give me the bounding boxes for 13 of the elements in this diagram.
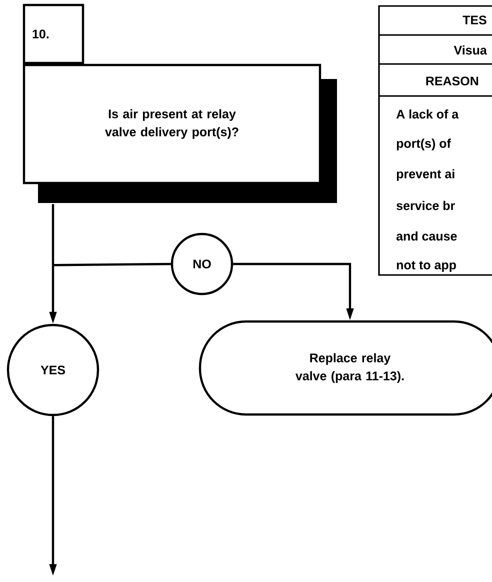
question-box: Is air present at relay valve delivery port(s)?: [22, 64, 337, 203]
table-text: A lack of a: [396, 109, 459, 119]
table-text: not to app: [396, 261, 456, 272]
table-text: prevent ai: [396, 169, 454, 181]
flow-line: [52, 204, 54, 266]
table-heading: Visua: [454, 45, 487, 55]
step-number-box: 10.: [22, 4, 84, 64]
table-heading: REASON: [426, 76, 478, 86]
table-text: and cause: [396, 231, 457, 241]
action-terminal: Replace relay valve (para 11-13).: [198, 320, 492, 416]
table-text: port(s) of: [396, 138, 451, 150]
table-text: service br: [396, 200, 455, 210]
table-heading: TES: [462, 16, 486, 24]
